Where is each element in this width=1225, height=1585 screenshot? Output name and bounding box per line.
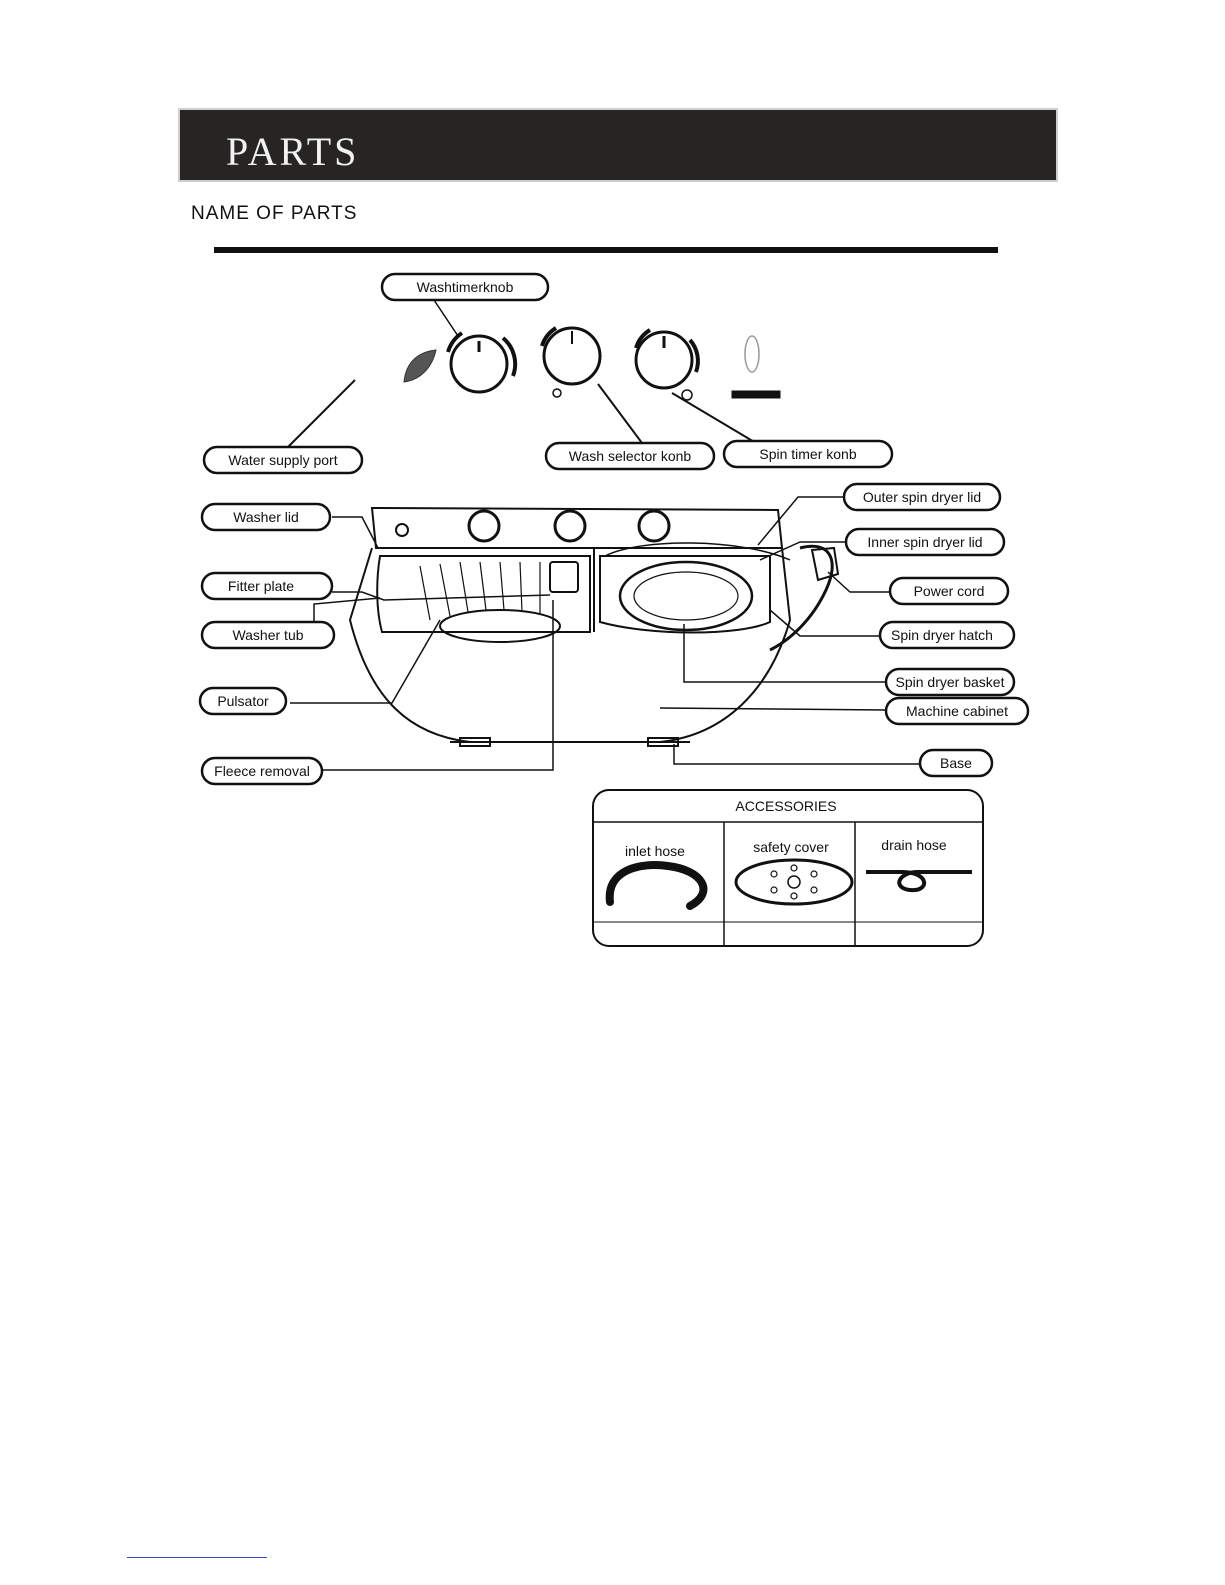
- drain-indicator-icon: [552, 388, 562, 398]
- callout-spin-dryer-basket: Spin dryer basket: [884, 667, 1016, 697]
- callout-label: Washer tub: [232, 627, 303, 643]
- callout-washer-lid: Washer lid: [200, 502, 332, 532]
- callout-label: Washtimerknob: [417, 279, 514, 295]
- subheading: NAME OF PARTS: [191, 203, 358, 224]
- leaf-decal-icon: [403, 349, 437, 383]
- knob-1-icon: [467, 509, 501, 543]
- callout-outer-spin-dryer-lid: Outer spin dryer lid: [842, 482, 1002, 512]
- section-header-bar: PARTS: [178, 108, 1058, 182]
- callout-wash-selector-knob: Wash selector konb: [544, 441, 716, 471]
- callout-spin-dryer-hatch: Spin dryer hatch: [878, 620, 1016, 650]
- callout-washer-tub: Washer tub: [200, 620, 336, 650]
- drop-decal-icon: [744, 335, 760, 373]
- accessories-table: ACCESSORIES inlet hose safety cover drai…: [592, 789, 984, 947]
- callout-label: Fitter plate: [228, 578, 294, 594]
- base-foot-left: [459, 737, 491, 747]
- spin-dryer-opening: [599, 555, 771, 634]
- inlet-hose-icon: [605, 861, 708, 910]
- callout-water-supply-port: Water supply port: [202, 445, 364, 475]
- callout-label: Inner spin dryer lid: [867, 534, 982, 550]
- callout-label: Machine cabinet: [906, 703, 1008, 719]
- accessory-label-safety-cover: safety cover: [753, 839, 829, 855]
- washing-machine-illustration: [348, 506, 840, 747]
- outer-lid-shape: [604, 542, 791, 561]
- footer-link-underline: [127, 1557, 267, 1558]
- washer-tub-ribs: [419, 561, 541, 621]
- leader-lines: [290, 496, 920, 771]
- plug-icon: [810, 546, 840, 582]
- callout-machine-cabinet: Machine cabinet: [884, 696, 1030, 726]
- accessory-label-inlet-hose: inlet hose: [625, 843, 685, 859]
- callout-label: Spin dryer basket: [896, 674, 1005, 690]
- callout-label: Outer spin dryer lid: [863, 489, 981, 505]
- fleece-filter-shape: [549, 561, 579, 593]
- accessories-title: ACCESSORIES: [735, 798, 836, 814]
- wash-selector-knob-icon: [542, 326, 602, 386]
- knob-3-icon: [637, 509, 671, 543]
- spin-dryer-basket-shape: [618, 560, 754, 632]
- pulsator-shape: [439, 609, 561, 643]
- callout-base: Base: [918, 748, 994, 778]
- callout-label: Water supply port: [228, 452, 337, 468]
- callout-label: Spin timer konb: [759, 446, 856, 462]
- accessory-label-drain-hose: drain hose: [881, 837, 947, 853]
- callout-power-cord: Power cord: [888, 576, 1010, 606]
- spin-indicator-icon: [681, 389, 693, 401]
- callout-pulsator: Pulsator: [198, 686, 288, 716]
- section-title: PARTS: [226, 129, 360, 174]
- brand-badge-icon: [731, 390, 781, 399]
- heading-rule: [214, 247, 998, 253]
- callout-label: Base: [940, 755, 972, 771]
- control-panel-detail: [284, 296, 781, 451]
- washer-tub-opening: [376, 555, 591, 633]
- callout-label: Fleece removal: [214, 763, 310, 779]
- callout-inner-spin-dryer-lid: Inner spin dryer lid: [844, 527, 1006, 557]
- safety-cover-icon: [734, 858, 854, 906]
- callout-wash-timer-knob: Washtimerknob: [380, 272, 550, 302]
- base-foot-right: [647, 737, 679, 747]
- machine-body: [348, 547, 792, 743]
- callout-label: Power cord: [914, 583, 985, 599]
- callout-label: Washer lid: [233, 509, 299, 525]
- callout-fitter-plate: Fitter plate: [200, 571, 334, 601]
- callout-label: Spin dryer hatch: [891, 627, 993, 643]
- drain-hose-icon: [866, 870, 972, 893]
- callout-spin-timer-knob: Spin timer konb: [722, 439, 894, 469]
- spin-timer-knob-icon: [634, 330, 694, 390]
- water-port-icon: [395, 523, 409, 537]
- power-cord-shape: [769, 544, 834, 652]
- callout-label: Wash selector konb: [569, 448, 692, 464]
- callout-fleece-removal: Fleece removal: [200, 756, 324, 786]
- wash-timer-knob-icon: [449, 334, 509, 394]
- callout-label: Pulsator: [217, 693, 269, 709]
- knob-2-icon: [553, 509, 587, 543]
